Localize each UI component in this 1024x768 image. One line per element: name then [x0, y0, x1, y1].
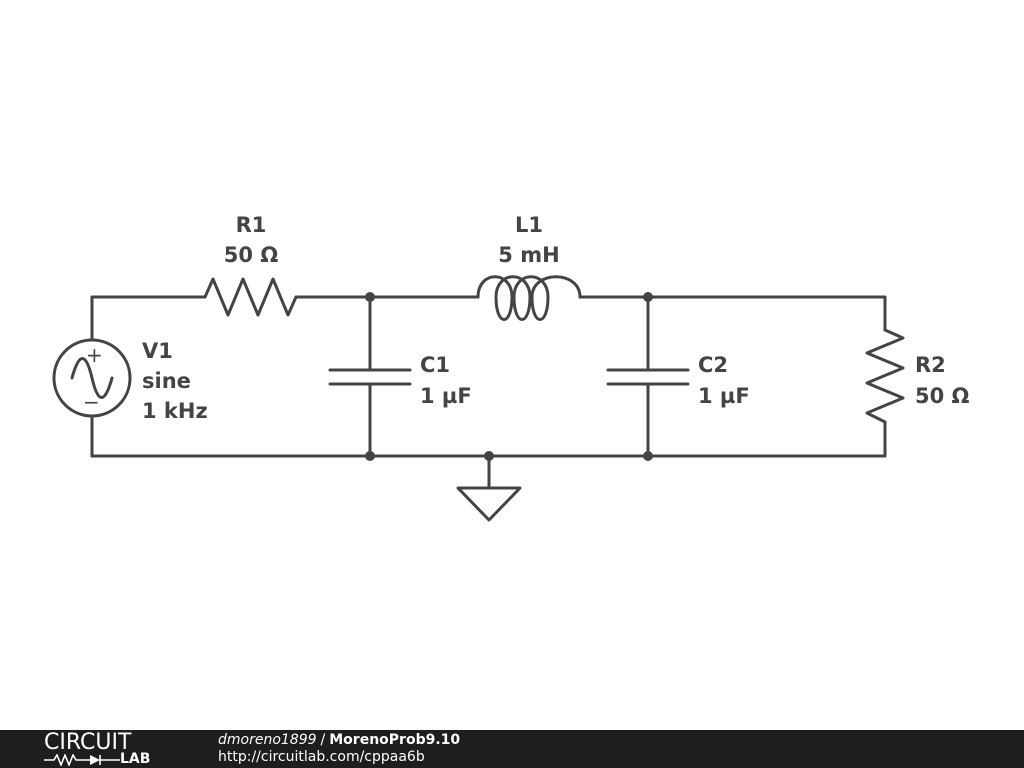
c2-label: C2	[698, 353, 728, 377]
footer-bar: CIRCUIT LAB dmoreno1899/MorenoProb9.10 h…	[0, 730, 1024, 768]
r2-resistor[interactable]	[865, 328, 905, 424]
v1-sine-source[interactable]: + −	[52, 338, 132, 418]
r1-resistor[interactable]	[203, 277, 298, 317]
junction-dot	[643, 292, 653, 302]
author-link[interactable]: dmoreno1899	[218, 732, 317, 748]
circuit-title-line: dmoreno1899/MorenoProb9.10	[218, 732, 460, 749]
v1-label: V1	[142, 339, 173, 363]
r1-value: 50 Ω	[224, 243, 279, 267]
junction-dot	[484, 451, 494, 461]
project-title[interactable]: MorenoProb9.10	[329, 732, 461, 748]
c1-label: C1	[420, 353, 450, 377]
c2-value: 1 µF	[698, 384, 750, 408]
c1-value: 1 µF	[420, 384, 472, 408]
l1-value: 5 mH	[498, 243, 559, 267]
sine-wave-icon	[70, 357, 114, 399]
r2-value: 50 Ω	[915, 384, 970, 408]
logo-text-circuit: CIRCUIT	[44, 730, 132, 755]
junction-dot	[365, 451, 375, 461]
wire-top-l1-r2	[578, 295, 887, 332]
l1-label: L1	[515, 213, 543, 237]
logo-text-lab: LAB	[120, 751, 151, 767]
l1-inductor[interactable]	[476, 275, 582, 321]
circuit-schematic: + − V1 sine 1 kHz R1 50 Ω L1 5 mH C1 1 µ…	[52, 213, 970, 522]
v1-value: 1 kHz	[142, 399, 208, 423]
c1-capacitor[interactable]	[328, 368, 412, 386]
title-separator: /	[320, 732, 326, 748]
junctions	[365, 292, 653, 461]
circuitlab-logo[interactable]: CIRCUIT LAB	[44, 732, 174, 766]
source-plus-sign: +	[86, 343, 103, 367]
junction-dot	[365, 292, 375, 302]
circuit-url[interactable]: http://circuitlab.com/cppaa6b	[218, 749, 425, 765]
c2-capacitor[interactable]	[606, 368, 690, 386]
r2-label: R2	[915, 353, 946, 377]
ground-icon	[456, 486, 522, 522]
junction-dot	[643, 451, 653, 461]
resistor-diode-icon	[44, 754, 120, 766]
source-minus-sign: −	[83, 390, 100, 414]
v1-type: sine	[142, 369, 191, 393]
source-circle	[52, 338, 132, 418]
r1-label: R1	[236, 213, 267, 237]
